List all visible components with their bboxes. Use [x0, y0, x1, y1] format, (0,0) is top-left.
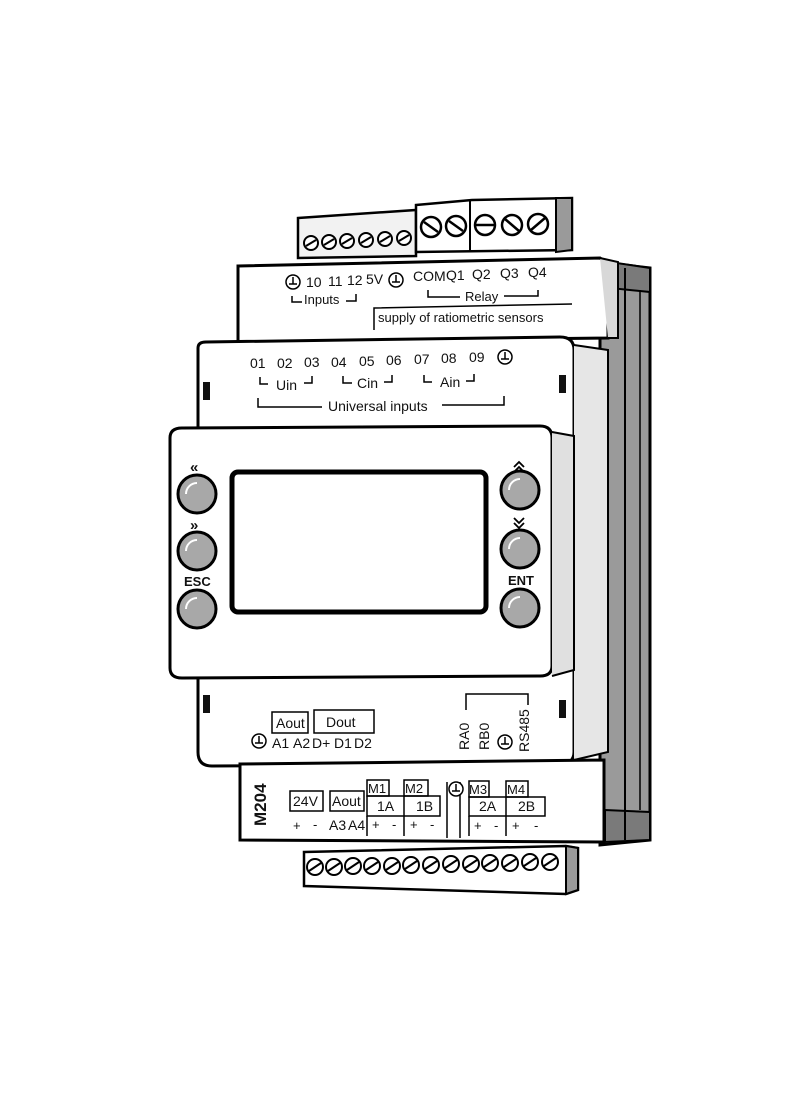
motor-channel-outline [366, 779, 546, 838]
ratiometric-caption: supply of ratiometric sensors [378, 310, 544, 325]
input-terminal-10: 10 [306, 274, 322, 290]
relay-terminal-q1: Q1 [446, 267, 465, 283]
ground-symbol-rs485 [497, 734, 513, 750]
relay-terminal-q3: Q3 [500, 265, 519, 281]
slot-right-bottom [559, 700, 566, 718]
motor-polarity-signs: +- +- +- +- [372, 817, 538, 833]
terminal-a2: A2 [293, 735, 310, 751]
svg-text:+: + [372, 817, 380, 832]
model-label: M204 [251, 783, 270, 826]
terminal-a4: A4 [348, 817, 365, 833]
ground-symbol-universal [497, 349, 513, 365]
ground-symbol-inputs [285, 274, 301, 290]
dout-box-label: Dout [326, 714, 356, 730]
motor-m2-label: M2 [405, 781, 423, 796]
ground-symbol-5v [388, 272, 404, 288]
relay-caption: Relay [465, 289, 499, 304]
slot-right-top [559, 375, 566, 393]
bottom-terminal-screws [306, 853, 559, 876]
supply-24v-label: 24V [293, 793, 319, 809]
terminal-d2: D2 [354, 735, 372, 751]
terminal-rs485: RS485 [516, 709, 532, 752]
motor-m4-label: M4 [507, 782, 525, 797]
universal-terminal-03: 03 [304, 354, 320, 370]
terminal-dplus: D+ [312, 735, 330, 751]
terminal-a3: A3 [329, 817, 346, 833]
terminal-a1: A1 [272, 735, 289, 751]
svg-text:-: - [534, 818, 538, 833]
ground-symbol-motor [448, 781, 464, 797]
button-right-scroll[interactable] [176, 530, 218, 572]
universal-terminal-05: 05 [359, 353, 375, 369]
uin-caption: Uin [276, 377, 297, 393]
side-rail-lower [604, 808, 651, 844]
relay-terminal-screws [419, 212, 550, 239]
double-up-icon [513, 460, 525, 473]
relay-terminal-q4: Q4 [528, 264, 547, 280]
svg-text:+: + [410, 817, 418, 832]
small-terminal-screws [303, 230, 412, 251]
terminal-ra0: RA0 [456, 723, 472, 750]
ground-symbol-lower [251, 733, 267, 749]
relay-terminal-q2: Q2 [472, 266, 491, 282]
supply-24v-box [289, 790, 324, 812]
universal-terminal-01: 01 [250, 355, 266, 371]
input-terminal-5v: 5V [366, 271, 384, 287]
channel-1a-label: 1A [377, 798, 395, 814]
cin-caption: Cin [357, 375, 378, 391]
svg-text:+: + [512, 818, 520, 833]
dout-box [313, 709, 375, 734]
button-down[interactable] [499, 528, 541, 570]
esc-label: ESC [184, 574, 211, 589]
universal-terminal-06: 06 [386, 352, 402, 368]
left-scroll-glyph: « [190, 459, 198, 476]
svg-text:-: - [392, 817, 396, 832]
svg-text:+: + [474, 818, 482, 833]
double-down-icon [513, 517, 525, 530]
universal-terminal-09: 09 [469, 349, 485, 365]
esc-button[interactable] [176, 588, 218, 630]
motor-m1-label: M1 [368, 781, 386, 796]
inputs-caption: Inputs [304, 292, 340, 307]
svg-text:-: - [494, 818, 498, 833]
lcd-screen [229, 469, 489, 615]
aout2-label: Aout [332, 793, 361, 809]
input-terminal-11: 11 [328, 273, 343, 289]
aout2-box [329, 790, 365, 812]
universal-terminal-04: 04 [331, 354, 347, 370]
slot-left-bottom [203, 695, 210, 713]
slot-left-top [203, 382, 210, 400]
universal-inputs-caption: Universal inputs [328, 398, 428, 414]
universal-terminal-07: 07 [414, 351, 430, 367]
button-up[interactable] [499, 469, 541, 511]
terminal-rb0: RB0 [476, 723, 492, 750]
ent-button[interactable] [499, 587, 541, 629]
channel-2b-label: 2B [518, 798, 535, 814]
motor-m3-label: M3 [469, 782, 487, 797]
input-terminal-12: 12 [347, 272, 363, 288]
ain-caption: Ain [440, 374, 460, 390]
minus-sign-24v: - [313, 817, 317, 832]
aout-box [271, 711, 309, 734]
svg-text:-: - [430, 817, 434, 832]
right-scroll-glyph: » [190, 517, 198, 534]
universal-terminal-02: 02 [277, 355, 293, 371]
aout-box-label: Aout [276, 715, 305, 731]
ent-label: ENT [508, 573, 534, 588]
button-left-scroll[interactable] [176, 473, 218, 515]
terminal-d1: D1 [334, 735, 352, 751]
relay-terminal-com: COM [413, 268, 446, 284]
universal-terminal-08: 08 [441, 350, 457, 366]
channel-2a-label: 2A [479, 798, 497, 814]
channel-1b-label: 1B [416, 798, 433, 814]
plus-sign-24v: + [293, 818, 301, 833]
